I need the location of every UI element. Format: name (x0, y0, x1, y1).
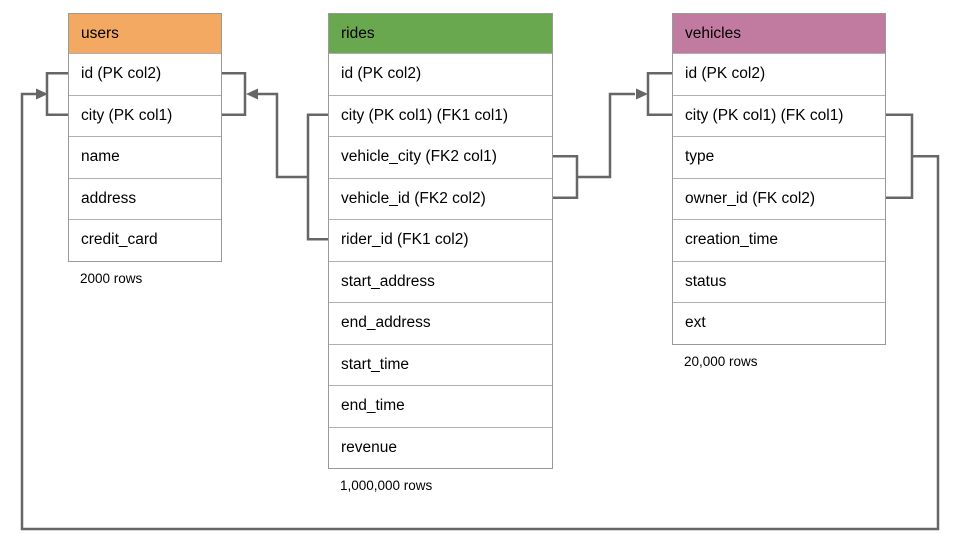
table-row: ext (673, 302, 885, 344)
table-row: end_time (329, 385, 552, 427)
table-rides-rowcount: 1,000,000 rows (340, 478, 433, 493)
vehicles-fk-bracket-right (886, 113, 914, 199)
table-row: id (PK col2) (329, 53, 552, 95)
vehicles-pk-bracket-left (646, 72, 672, 116)
table-vehicles-header: vehicles (673, 14, 885, 53)
table-row: start_time (329, 343, 552, 385)
users-pk-bracket-left (45, 72, 68, 116)
table-row: id (PK col2) (69, 53, 221, 95)
table-row: address (69, 177, 221, 219)
table-rides-box: rides id (PK col2) city (PK col1) (FK1 c… (328, 13, 553, 469)
table-row: city (PK col1) (69, 94, 221, 136)
table-row: end_address (329, 302, 552, 344)
table-rides-header: rides (329, 14, 552, 53)
table-users-rowcount: 2000 rows (80, 270, 143, 286)
table-row: city (PK col1) (FK col1) (673, 94, 885, 136)
arrowhead-into-vehicles-left (636, 88, 648, 100)
table-rides: rides id (PK col2) city (PK col1) (FK1 c… (328, 13, 553, 493)
table-row: credit_card (69, 219, 221, 261)
rides-fk2-bracket-right (553, 155, 579, 199)
table-users: users id (PK col2) city (PK col1) name a… (68, 13, 222, 286)
table-row: city (PK col1) (FK1 col1) (329, 94, 552, 136)
table-row: type (673, 136, 885, 178)
rides-to-users-fk1-connector (246, 88, 308, 179)
arrowhead-into-users-right (246, 88, 258, 100)
table-vehicles-box: vehicles id (PK col2) city (PK col1) (FK… (672, 13, 886, 345)
table-row: id (PK col2) (673, 53, 885, 95)
table-row: vehicle_city (FK2 col1) (329, 136, 552, 178)
users-pk-bracket-right (222, 72, 247, 116)
table-vehicles: vehicles id (PK col2) city (PK col1) (FK… (672, 13, 886, 369)
arrowhead-into-users-left (36, 88, 48, 100)
table-row: status (673, 260, 885, 302)
table-row: vehicle_id (FK2 col2) (329, 177, 552, 219)
table-row: revenue (329, 426, 552, 468)
table-row: name (69, 136, 221, 178)
table-row: creation_time (673, 219, 885, 261)
rides-to-vehicles-fk2-connector (577, 88, 648, 179)
table-row: rider_id (FK1 col2) (329, 219, 552, 261)
table-row: start_address (329, 260, 552, 302)
table-users-box: users id (PK col2) city (PK col1) name a… (68, 13, 222, 262)
table-vehicles-rowcount: 20,000 rows (684, 353, 758, 369)
table-users-header: users (69, 14, 221, 53)
table-row: owner_id (FK col2) (673, 177, 885, 219)
rides-fk1-bracket-left (306, 113, 328, 241)
